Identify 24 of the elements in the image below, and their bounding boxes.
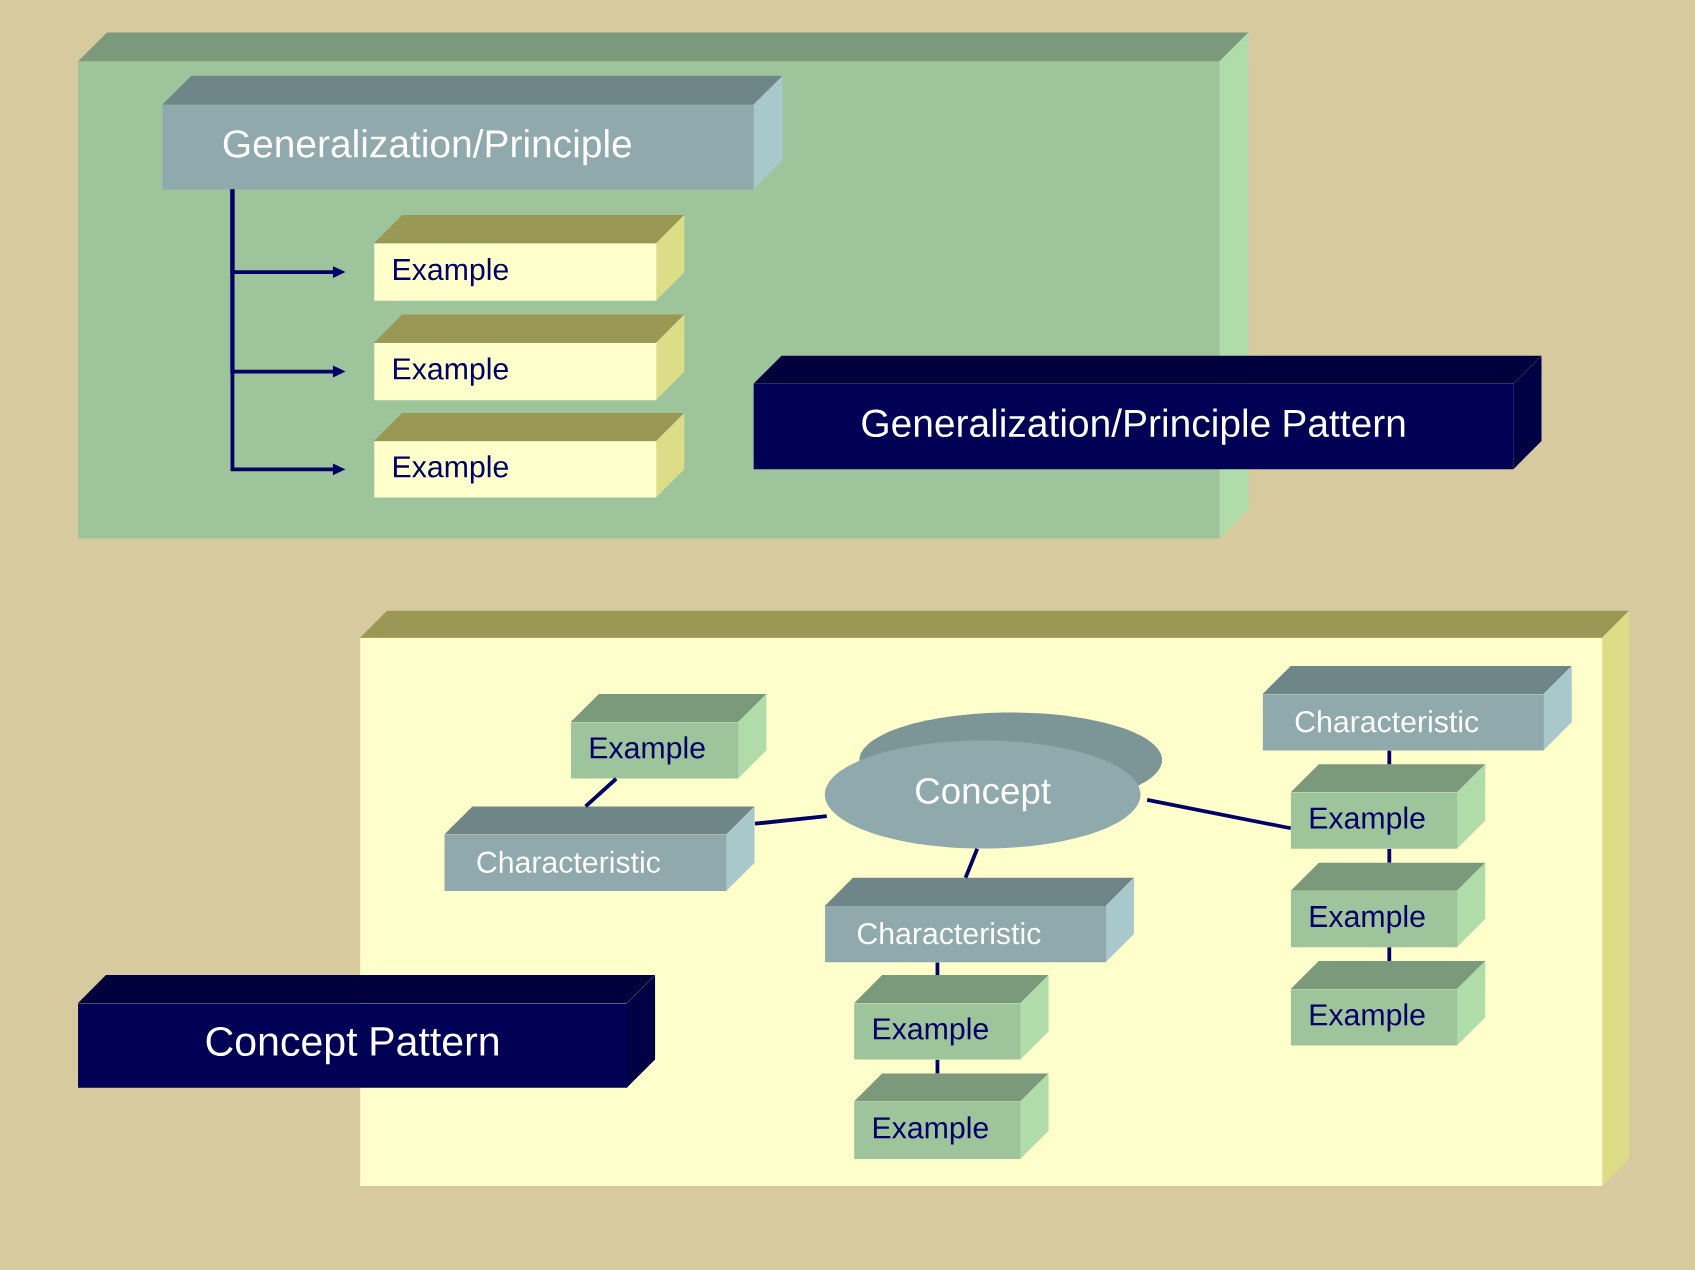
title-box: Generalization/Principle Pattern [753,355,1542,470]
example-box: Example [374,314,685,401]
example-box: Example [1290,764,1486,849]
example-box: Example [570,693,767,779]
example-box: Example [374,215,685,301]
connector-line [935,962,940,975]
example-box: Example [854,975,1049,1060]
connector-line [1146,798,1292,831]
example-box: Example [1290,960,1486,1046]
example-box: Example [374,412,685,498]
characteristic-box: Characteristic [824,877,1134,963]
example-box: Example [1290,862,1486,948]
connector-line [963,848,979,879]
example-box: Example [854,1073,1049,1159]
connector-line [1387,947,1392,961]
connector-line [1387,750,1392,765]
connector-line [584,777,618,808]
title-box: Concept Pattern [77,975,656,1088]
characteristic-box: Characteristic [1262,665,1572,751]
connector-line [1387,848,1392,863]
principle-box: Generalization/Principle [162,75,783,190]
characteristic-box: Characteristic [444,806,755,891]
connector-line [935,1059,940,1074]
connector-line [754,814,827,826]
